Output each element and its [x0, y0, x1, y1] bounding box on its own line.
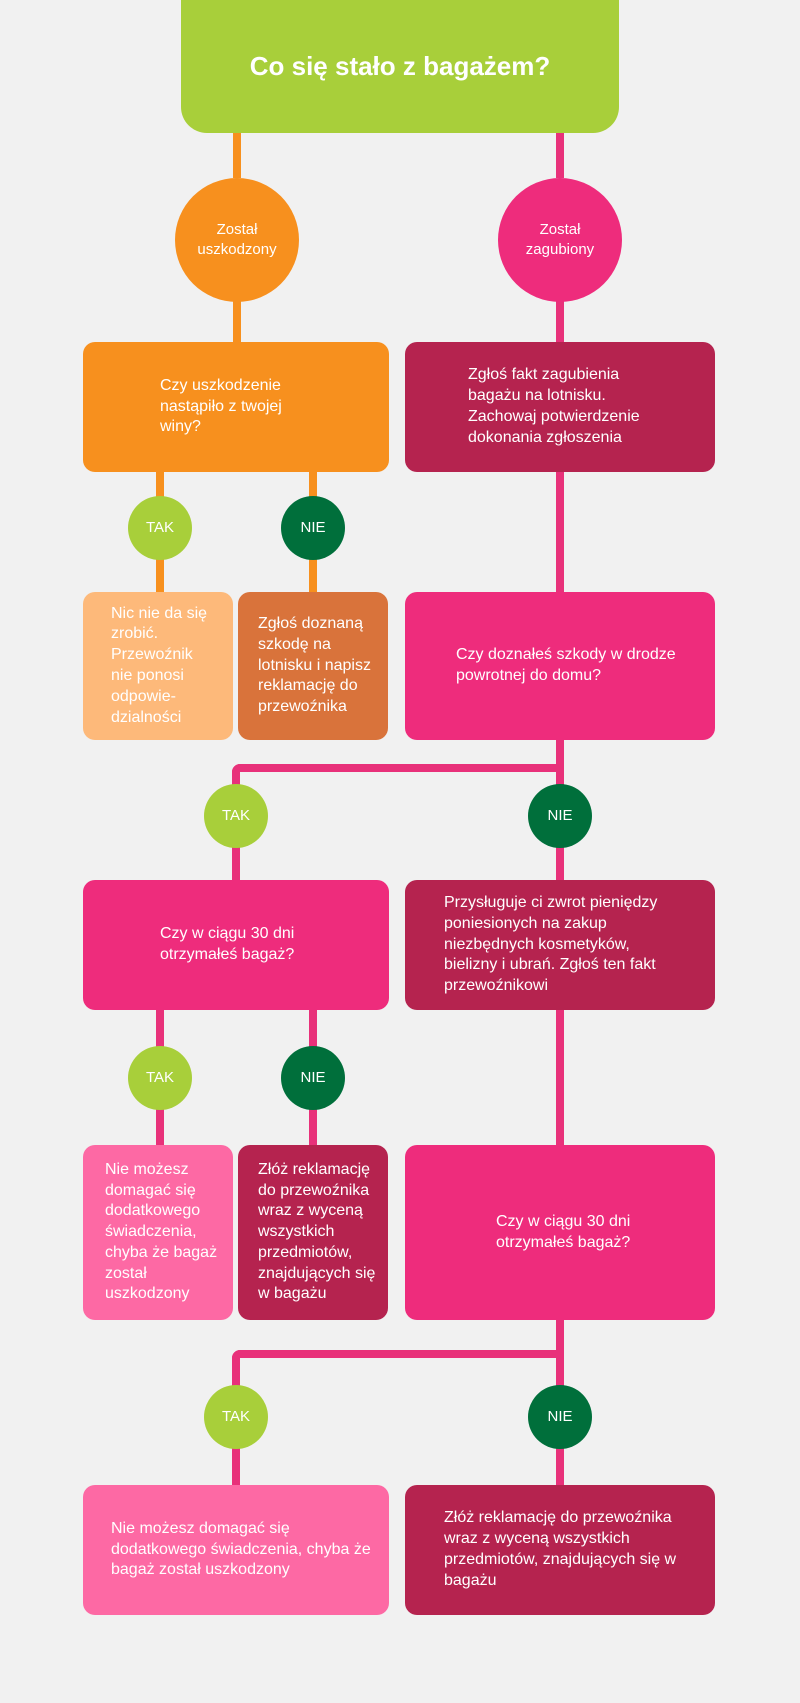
- no-label: NIE: [300, 518, 326, 536]
- no-extra-bottom-box: Nie możesz domagać się dodatkowego świad…: [83, 1485, 389, 1615]
- no-extra-left-box: Nie możesz domagać się dodatkowego świad…: [83, 1145, 233, 1320]
- question-30days-right-box: Czy w ciągu 30 dni otrzymałeś bagaż?: [405, 1145, 715, 1320]
- yes-label: TAK: [145, 1068, 175, 1086]
- yes-label: TAK: [221, 1407, 251, 1425]
- claim-left-box: Złóż reklamację do przewoźnika wraz z wy…: [238, 1145, 388, 1320]
- question-30days-left-text: Czy w ciągu 30 dni otrzymałeś bagaż?: [160, 925, 295, 963]
- claim-bottom-text: Złóż reklamację do przewoźnika wraz z wy…: [444, 1509, 677, 1589]
- branch-damaged-circle: Został uszkodzony: [175, 178, 299, 302]
- no-extra-bottom-text: Nie możesz domagać się dodatkowego świad…: [111, 1519, 371, 1579]
- claim-bottom-box: Złóż reklamację do przewoźnika wraz z wy…: [405, 1485, 715, 1615]
- connector-line: [233, 300, 241, 342]
- title-box: Co się stało z bagażem?: [181, 0, 619, 133]
- no-circle: NIE: [528, 784, 592, 848]
- question-fault-text: Czy uszkodzenie nastąpiło z twojej winy?: [160, 376, 282, 436]
- nothing-to-do-box: Nic nie da się zrobić. Przewoźnik nie po…: [83, 592, 233, 740]
- no-circle: NIE: [281, 1046, 345, 1110]
- no-circle: NIE: [528, 1385, 592, 1449]
- connector-line: [556, 133, 564, 178]
- report-lost-box: Zgłoś fakt zagubienia bagażu na lotnisku…: [405, 342, 715, 472]
- no-label: NIE: [547, 806, 573, 824]
- question-damage-return-box: Czy doznałeś szkody w drodze powrotnej d…: [405, 592, 715, 740]
- branch-damaged-label: Został uszkodzony: [197, 220, 277, 258]
- nothing-to-do-text: Nic nie da się zrobić. Przewoźnik nie po…: [111, 604, 208, 726]
- yes-circle: TAK: [128, 1046, 192, 1110]
- yes-circle: TAK: [128, 496, 192, 560]
- question-30days-right-text: Czy w ciągu 30 dni otrzymałeś bagaż?: [496, 1212, 631, 1251]
- refund-text: Przysługuje ci zwrot pieniędzy poniesion…: [444, 894, 658, 995]
- connector-line: [556, 300, 564, 342]
- question-fault-box: Czy uszkodzenie nastąpiło z twojej winy?: [83, 342, 389, 472]
- no-label: NIE: [547, 1407, 573, 1425]
- no-circle: NIE: [281, 496, 345, 560]
- claim-left-text: Złóż reklamację do przewoźnika wraz z wy…: [258, 1160, 376, 1303]
- report-damage-text: Zgłoś doznaną szkodę na lotnisku i napis…: [258, 615, 371, 716]
- yes-label: TAK: [145, 518, 175, 536]
- no-label: NIE: [300, 1068, 326, 1086]
- branch-lost-label: Został zagubiony: [525, 220, 595, 258]
- connector-line: [232, 764, 564, 772]
- connector-line: [556, 1010, 564, 1145]
- no-extra-left-text: Nie możesz domagać się dodatkowego świad…: [105, 1160, 218, 1303]
- connector-line: [232, 1350, 564, 1358]
- report-damage-box: Zgłoś doznaną szkodę na lotnisku i napis…: [238, 592, 388, 740]
- diagram-title: Co się stało z bagażem?: [249, 51, 551, 81]
- question-damage-return-text: Czy doznałeś szkody w drodze powrotnej d…: [456, 646, 676, 684]
- yes-circle: TAK: [204, 784, 268, 848]
- refund-box: Przysługuje ci zwrot pieniędzy poniesion…: [405, 880, 715, 1010]
- connector-line: [556, 472, 564, 592]
- yes-label: TAK: [221, 806, 251, 824]
- question-30days-left-box: Czy w ciągu 30 dni otrzymałeś bagaż?: [83, 880, 389, 1010]
- yes-circle: TAK: [204, 1385, 268, 1449]
- branch-lost-circle: Został zagubiony: [498, 178, 622, 302]
- connector-line: [233, 133, 241, 178]
- report-lost-text: Zgłoś fakt zagubienia bagażu na lotnisku…: [468, 366, 640, 446]
